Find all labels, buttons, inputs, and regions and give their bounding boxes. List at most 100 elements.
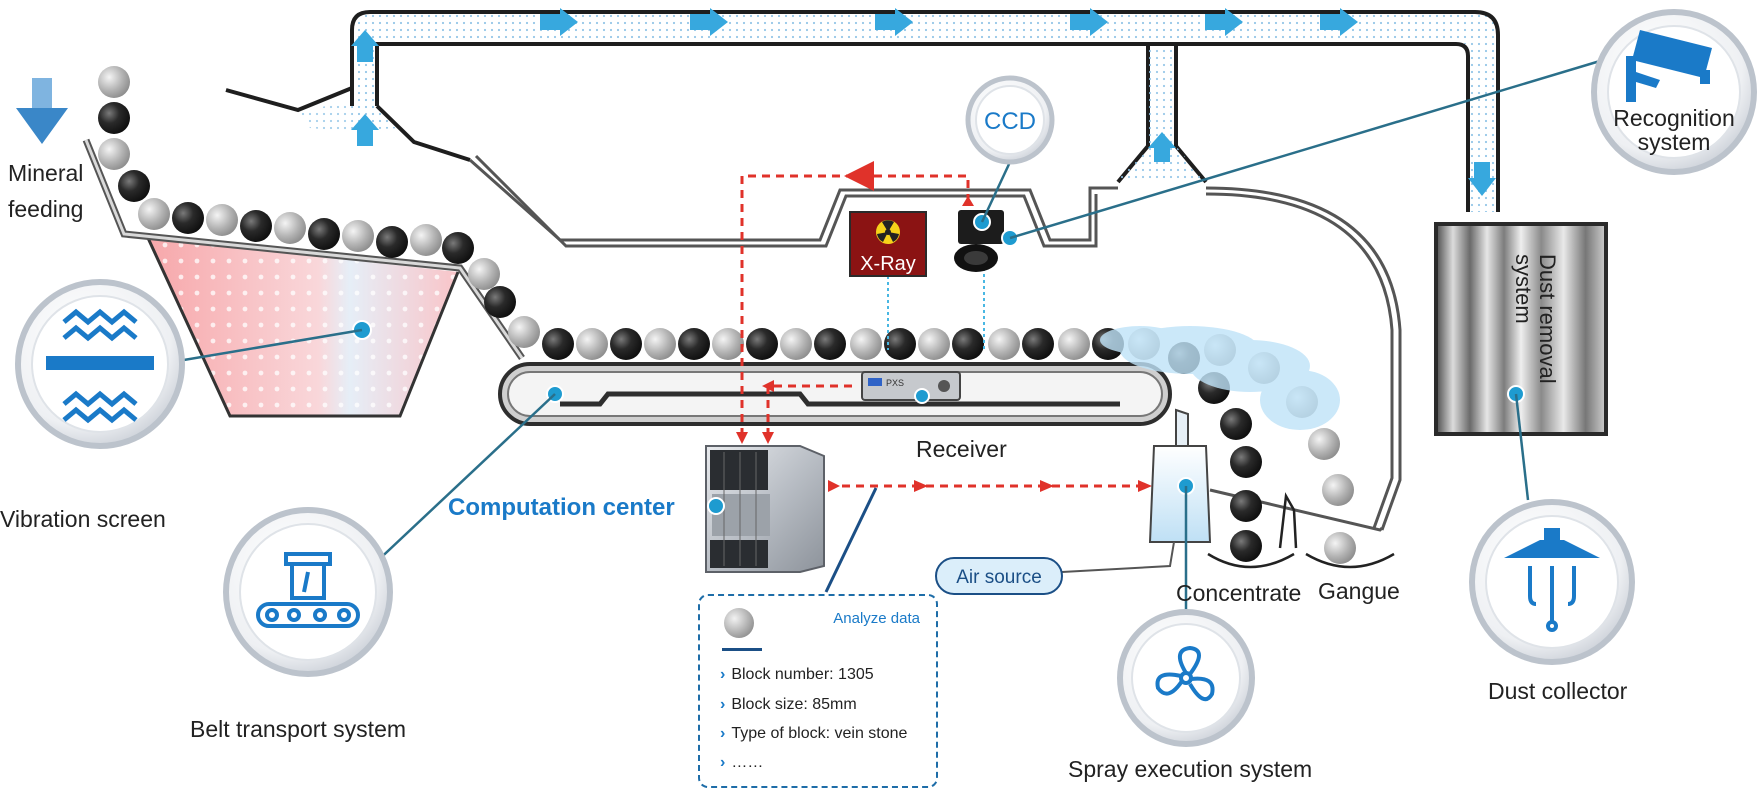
ore-block-light <box>644 328 676 360</box>
ore-block-light <box>1308 428 1340 460</box>
block-number: Block number: 1305 <box>731 666 874 683</box>
panel-row: › Type of block: vein stone <box>720 725 907 743</box>
ore-block-dark <box>1230 530 1262 562</box>
analyze-data-title: Analyze data <box>833 610 920 627</box>
ore-block-dark <box>1230 490 1262 522</box>
dust-collector-label: Dust collector <box>1488 678 1628 704</box>
ore-block-light <box>274 212 306 244</box>
ore-block-light <box>98 138 130 170</box>
output-bins <box>1207 492 1395 569</box>
signal-arrowheads <box>736 170 1152 492</box>
receiver-device-text: PXS <box>886 378 904 388</box>
fan-icon <box>1155 645 1215 702</box>
ore-block-dark <box>1022 328 1054 360</box>
ore-block-dark <box>746 328 778 360</box>
ore-block-dark <box>376 226 408 258</box>
block-size: Block size: 85mm <box>731 696 857 713</box>
block-type: Type of block: vein stone <box>731 725 908 742</box>
ore-block-light <box>468 258 500 290</box>
chevron-right-icon: › <box>720 666 726 683</box>
ore-sample-icon <box>724 608 754 638</box>
down-arrow-icon <box>16 78 68 144</box>
server-panel-connector <box>824 487 878 593</box>
recognition-link <box>1009 56 1611 240</box>
chevron-right-icon: › <box>720 696 726 713</box>
analyze-data-panel: Analyze data › Block number: 1305 › Block … <box>698 594 938 788</box>
radiation-icon <box>876 220 900 244</box>
ore-block-dark <box>952 328 984 360</box>
ore-block-dark <box>1220 408 1252 440</box>
ore-block-dark <box>610 328 642 360</box>
vibration-icon <box>62 308 138 424</box>
dust-removal-label-2: system <box>1511 254 1536 324</box>
panel-row: › …… <box>720 754 763 772</box>
detection-beams <box>887 250 985 350</box>
dust-removal-label-1: Dust removal <box>1535 254 1560 384</box>
hood-outline <box>469 154 1402 532</box>
ore-block-light <box>988 328 1020 360</box>
ore-block-light <box>1058 328 1090 360</box>
xray-label: X-Ray <box>860 253 916 275</box>
vibration-screen-label: Vibration screen <box>0 506 166 532</box>
receiver-label: Receiver <box>916 436 1007 462</box>
ore-block-light <box>576 328 608 360</box>
ore-block-light <box>918 328 950 360</box>
computation-center-label: Computation center <box>448 494 675 521</box>
fan-icon-circle <box>1117 609 1255 747</box>
air-source-badge: Air source <box>935 557 1063 595</box>
camera-icon <box>954 161 1019 272</box>
recognition-label-1: Recognition <box>1613 105 1734 131</box>
ore-block-dark <box>98 102 130 134</box>
ore-block-light <box>206 204 238 236</box>
vibration-screen-hopper <box>82 138 525 418</box>
panel-underline <box>722 648 762 651</box>
ore-block-light <box>138 198 170 230</box>
air-source-label: Air source <box>956 567 1042 588</box>
spray-nozzle <box>1061 408 1212 620</box>
conveyor-icon <box>256 552 360 628</box>
conveyor-icon-circle <box>223 507 393 677</box>
ore-block-dark <box>1230 446 1262 478</box>
ore-block-light <box>342 220 374 252</box>
ore-block-dark <box>308 218 340 250</box>
ore-block-dark <box>484 286 516 318</box>
mineral-feeding-label-2: feeding <box>8 196 84 222</box>
recognition-label-2: system <box>1638 129 1711 155</box>
panel-row: › Block number: 1305 <box>720 666 874 684</box>
vibration-icon-circle <box>15 279 185 449</box>
ccd-label: CCD <box>984 108 1036 135</box>
ore-block-dark <box>240 210 272 242</box>
ore-block-dark <box>118 170 150 202</box>
receiver-device: PXS <box>861 371 961 404</box>
ore-block-light <box>410 224 442 256</box>
dust-hood-icon <box>1504 528 1600 632</box>
ore-block-light <box>1322 474 1354 506</box>
more-ellipsis: …… <box>731 754 764 771</box>
panel-row: › Block size: 85mm <box>720 696 857 714</box>
ore-block-light <box>1324 532 1356 564</box>
chevron-right-icon: › <box>720 754 726 771</box>
concentrate-label: Concentrate <box>1176 580 1302 606</box>
ore-block-light <box>98 66 130 98</box>
recognition-icon-circle: Recognition system <box>1591 9 1757 175</box>
ore-block-dark <box>678 328 710 360</box>
ore-block-light <box>508 316 540 348</box>
ore-block-dark <box>442 232 474 264</box>
ore-block-light <box>850 328 882 360</box>
dust-hood-icon-circle <box>1469 499 1635 665</box>
ore-block-light <box>712 328 744 360</box>
gangue-label: Gangue <box>1318 578 1400 604</box>
vibration-bar <box>46 356 154 370</box>
camera-icon <box>1626 30 1712 102</box>
belt-transport-label: Belt transport system <box>190 716 407 742</box>
ore-block-dark <box>172 202 204 234</box>
spray-execution-label: Spray execution system <box>1068 756 1313 782</box>
mineral-feeding-label-1: Mineral <box>8 160 84 186</box>
conveyor-belt <box>371 362 1172 567</box>
air-duct <box>225 10 1500 212</box>
chevron-right-icon: › <box>720 725 726 742</box>
spray-cloud <box>1100 326 1340 430</box>
ore-block-dark <box>542 328 574 360</box>
xray-source: X-Ray <box>849 211 927 277</box>
